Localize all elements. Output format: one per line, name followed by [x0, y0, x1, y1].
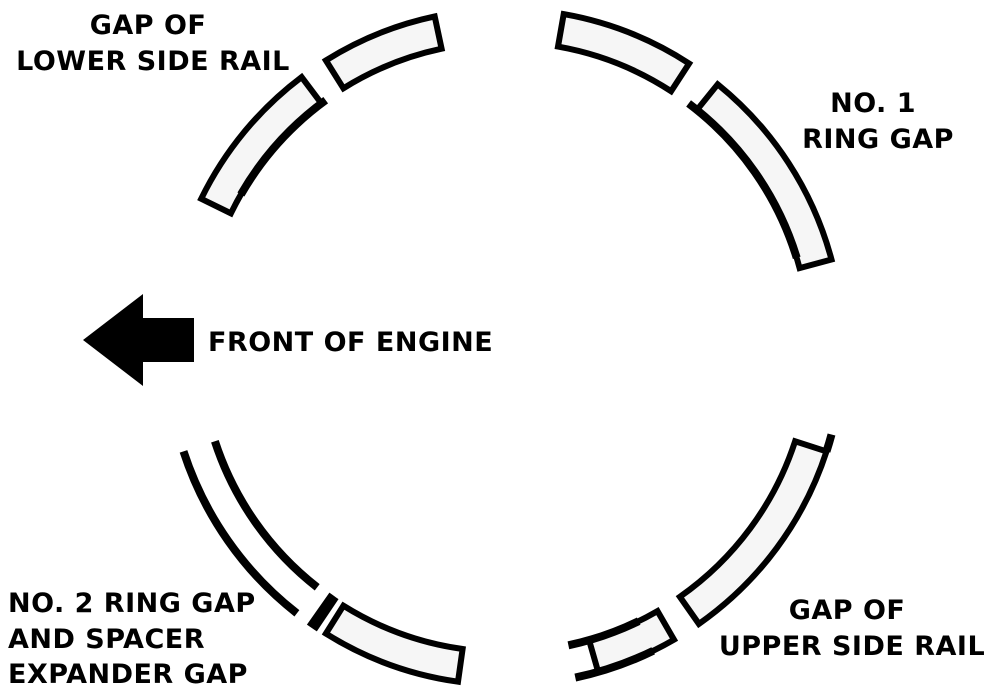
ring-line-left-inner	[211, 440, 320, 591]
ring-segment-left-tip	[306, 592, 339, 632]
label-upper-side-rail: GAP OF UPPER SIDE RAIL	[719, 595, 985, 662]
ring-segment-top-left-upper	[321, 12, 446, 93]
label-ring-gap-2: NO. 2 RING GAP AND SPACER EXPANDER GAP	[8, 588, 266, 690]
piston-ring-segments	[179, 10, 836, 686]
ring-segment-top-right-lower	[692, 80, 836, 272]
ring-line-bottom-right-outer	[574, 647, 655, 682]
label-ring-gap-1: NO. 1 RING GAP	[802, 88, 954, 155]
ring-segment-right	[675, 437, 831, 629]
label-front-of-engine: FRONT OF ENGINE	[208, 327, 493, 358]
arrow-left-icon	[83, 294, 194, 386]
ring-line-right-tip	[822, 433, 836, 453]
label-lower-side-rail: GAP OF LOWER SIDE RAIL	[16, 10, 290, 77]
ring-line-top-left	[237, 96, 329, 197]
ring-segment-bottom-left	[321, 601, 466, 686]
ring-line-top-right	[686, 100, 801, 259]
ring-segment-top-left-lower	[197, 72, 326, 218]
ring-line-bottom-right-inner	[567, 617, 641, 650]
ring-line-left-outer	[179, 450, 300, 617]
ring-segment-top-right-upper	[554, 10, 694, 96]
